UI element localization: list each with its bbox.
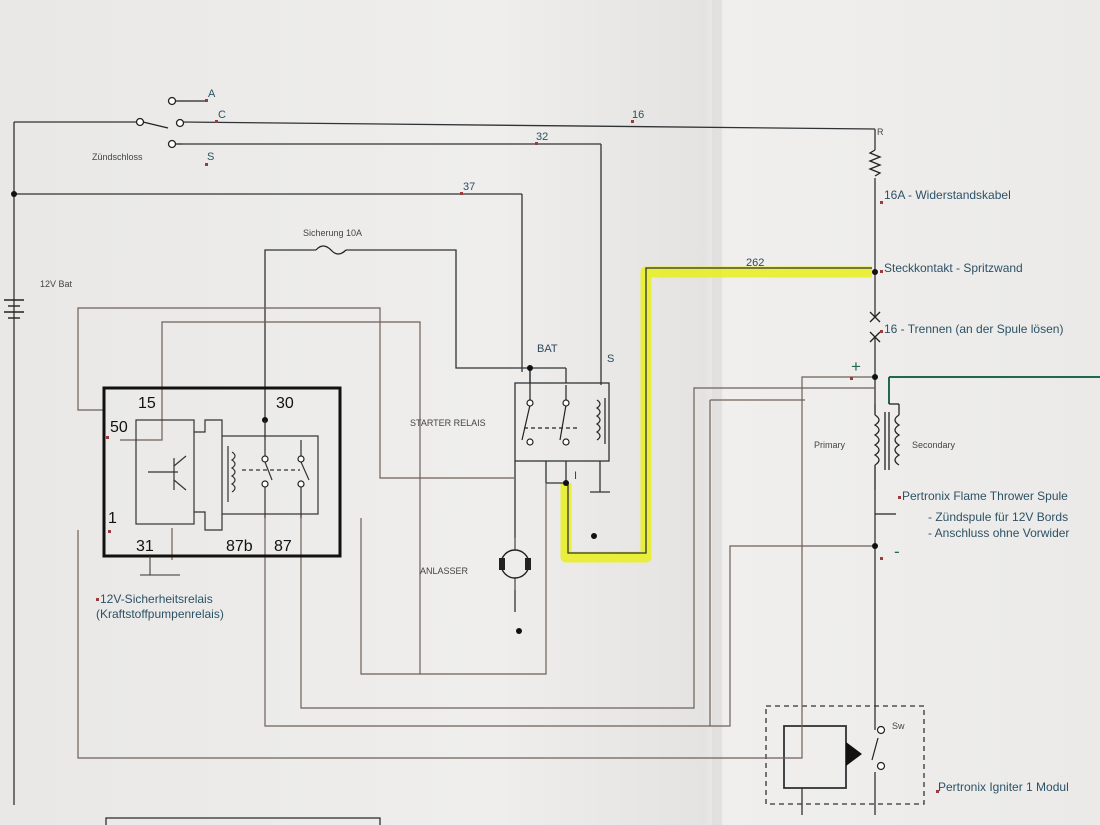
resistor-mark: R [877, 127, 884, 137]
resistor-icon [868, 149, 882, 177]
wire-262-highlight [560, 266, 872, 563]
igniter-sw-label: Sw [892, 721, 905, 731]
relay-pin-1: 1 [108, 510, 117, 527]
disconnect-label: 16 - Trennen (an der Spule lösen) [884, 322, 1063, 336]
connector-label: Steckkontakt - Spritzwand [884, 261, 1023, 275]
coil-plus: + [851, 357, 861, 376]
starter-i-label: I [574, 470, 577, 482]
coil-note-2: - Anschluss ohne Vorwider [928, 526, 1069, 540]
relay-contacts-box [221, 435, 319, 515]
igniter-switch-icon [871, 725, 886, 771]
wire-262-label: 262 [746, 257, 764, 269]
coil-name: Pertronix Flame Thrower Spule [902, 489, 1068, 503]
relay-contact-dots [261, 455, 305, 488]
switch-terminal-c: C [218, 109, 226, 121]
wire-37-label: 37 [463, 181, 475, 193]
main-wires [13, 121, 925, 815]
relay-electronics [135, 419, 195, 525]
starter-contact-dots [526, 399, 570, 446]
relay-pin-30: 30 [276, 395, 294, 412]
relay-pin-50: 50 [110, 419, 128, 436]
igniter-label: Pertronix Igniter 1 Modul [938, 780, 1069, 794]
wire-32-label: 32 [536, 131, 548, 143]
starter-motor-label: ANLASSER [420, 566, 469, 576]
wire-16-label: 16 [632, 109, 644, 121]
disconnect-icon [869, 311, 881, 343]
relay-internal [148, 419, 310, 531]
igniter-arrow-icon [846, 742, 862, 766]
starter-bat-label: BAT [537, 343, 558, 355]
battery-icon [4, 299, 24, 319]
relay-name-1: 12V-Sicherheitsrelais [100, 592, 213, 606]
secondary-wires [77, 307, 875, 759]
switch-label: Zündschloss [92, 152, 143, 162]
relay-pin-87b: 87b [226, 538, 253, 555]
terminal-markers [96, 99, 939, 793]
relay-pin-31: 31 [136, 538, 154, 555]
coil-note-1: - Zündspule für 12V Bords [928, 510, 1068, 524]
starter-relay-internal [521, 385, 606, 444]
starter-s-label: S [607, 353, 614, 365]
switch-terminal-s: S [207, 151, 214, 163]
resistor-label: 16A - Widerstandskabel [884, 188, 1011, 202]
coil-primary: Primary [814, 440, 845, 450]
battery-label: 12V Bat [40, 279, 73, 289]
fuse-icon [315, 245, 347, 255]
relay-pin-15: 15 [138, 395, 156, 412]
fuse-label: Sicherung 10A [303, 228, 362, 238]
coil-secondary: Secondary [912, 440, 956, 450]
ignition-coil-icon [873, 403, 901, 515]
paper-fold [712, 0, 722, 825]
switch-terminal-a: A [208, 88, 216, 100]
coil-minus: - [894, 542, 900, 561]
safety-relay-box [102, 386, 342, 558]
starter-motor-icon [500, 549, 530, 579]
ignition-switch-icon [135, 96, 205, 149]
relay-pin-87: 87 [274, 538, 292, 555]
relay-name-2: (Kraftstoffpumpenrelais) [96, 607, 224, 621]
starter-relay-label: STARTER RELAIS [410, 418, 486, 428]
